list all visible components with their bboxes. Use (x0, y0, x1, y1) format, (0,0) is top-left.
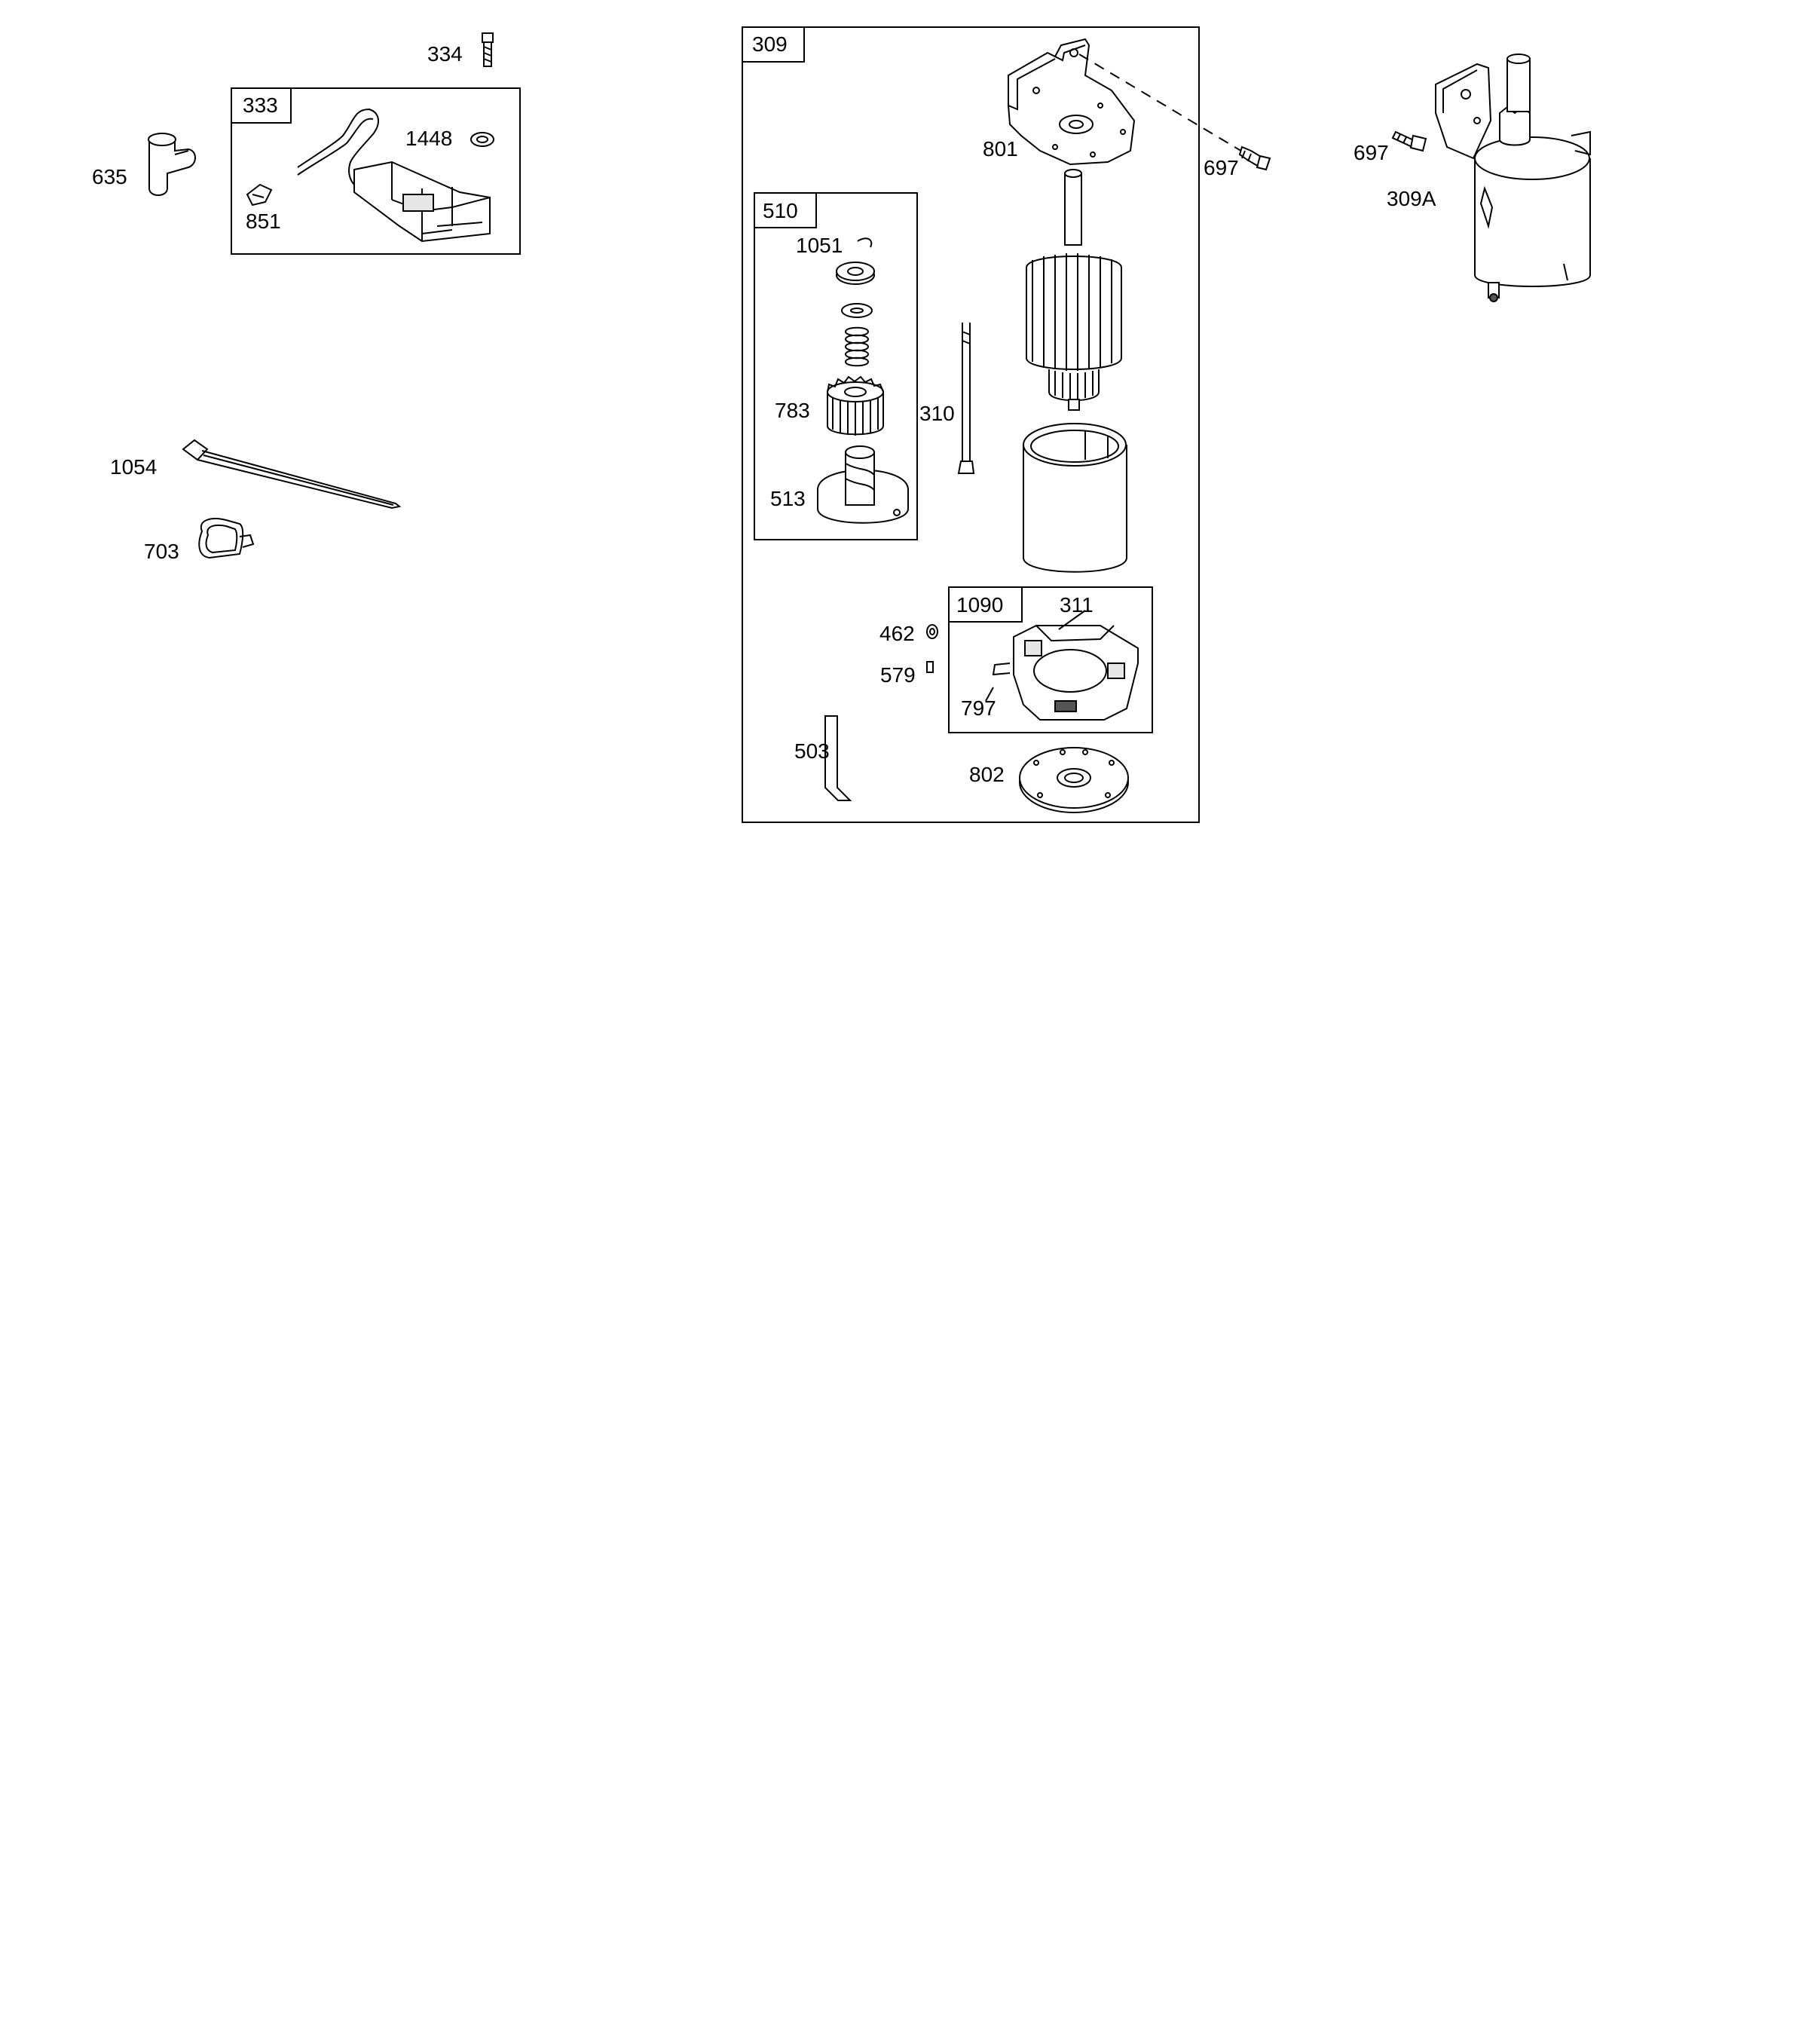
housing-drawing (1023, 423, 1127, 573)
brush-kit-box (948, 586, 1153, 733)
drive-kit-box-tag (754, 192, 817, 228)
bracket-801-drawing (1008, 38, 1136, 166)
end-cap-311-drawing (992, 625, 1139, 721)
label-801: 801 (983, 137, 1018, 161)
cable-tie-1054-drawing (182, 439, 402, 510)
label-579: 579 (880, 663, 916, 687)
label-1054: 1054 (110, 455, 158, 479)
label-697-group: 697 (1204, 156, 1239, 179)
washer-1448-drawing (470, 132, 494, 147)
drive-assembly-513-drawing (817, 445, 909, 524)
label-333: 333 (243, 93, 278, 117)
label-513: 513 (770, 487, 806, 510)
label-510: 510 (763, 199, 798, 222)
retainer-1051-drawing (857, 237, 873, 248)
label-1051: 1051 (796, 234, 843, 257)
ignition-armature-drawing (297, 108, 491, 243)
strap-503-drawing (824, 715, 852, 801)
clamp-703-drawing (198, 518, 255, 559)
starter-motor-box (742, 26, 1200, 823)
ignition-coil-box-tag (231, 87, 292, 124)
drive-kit-box (754, 192, 918, 540)
spring-drawing (845, 326, 870, 367)
leader-line-697 (1078, 54, 1248, 155)
label-783: 783 (775, 399, 810, 422)
label-462: 462 (879, 622, 915, 645)
label-503: 503 (794, 739, 830, 763)
starter-motor-309A-drawing (1435, 54, 1591, 302)
screw-697-standalone-drawing (1391, 130, 1427, 152)
label-334: 334 (427, 42, 463, 66)
label-797: 797 (961, 696, 996, 720)
pinion-gear-783-drawing (827, 375, 884, 436)
nut-462-drawing (926, 624, 938, 639)
ignition-coil-box (231, 87, 521, 255)
starter-motor-box-tag (742, 26, 805, 63)
label-635: 635 (92, 165, 127, 188)
spark-plug-boot-635-drawing (148, 133, 196, 196)
end-plate-802-drawing (1019, 747, 1129, 813)
label-1090: 1090 (956, 593, 1004, 617)
brush-kit-box-tag (948, 586, 1023, 623)
bolt-334-drawing (482, 32, 494, 67)
label-703: 703 (144, 540, 179, 563)
label-309A: 309A (1387, 187, 1436, 210)
label-1448: 1448 (405, 127, 453, 150)
label-311: 311 (1060, 593, 1094, 617)
screw-697-drawing (1238, 145, 1271, 171)
stop-collar-drawing (836, 262, 875, 285)
clip-851-drawing (246, 183, 273, 207)
label-851: 851 (246, 210, 281, 233)
insulator-579-drawing (926, 661, 934, 673)
leader-line-311 (1058, 610, 1086, 630)
armature-drawing (1026, 169, 1122, 411)
label-802: 802 (969, 763, 1005, 786)
through-bolt-310-drawing (957, 323, 975, 474)
label-309: 309 (752, 32, 788, 56)
washer-drawing (841, 303, 873, 318)
label-697-standalone: 697 (1354, 141, 1389, 164)
leader-line-797 (985, 687, 994, 702)
label-310: 310 (919, 402, 955, 425)
